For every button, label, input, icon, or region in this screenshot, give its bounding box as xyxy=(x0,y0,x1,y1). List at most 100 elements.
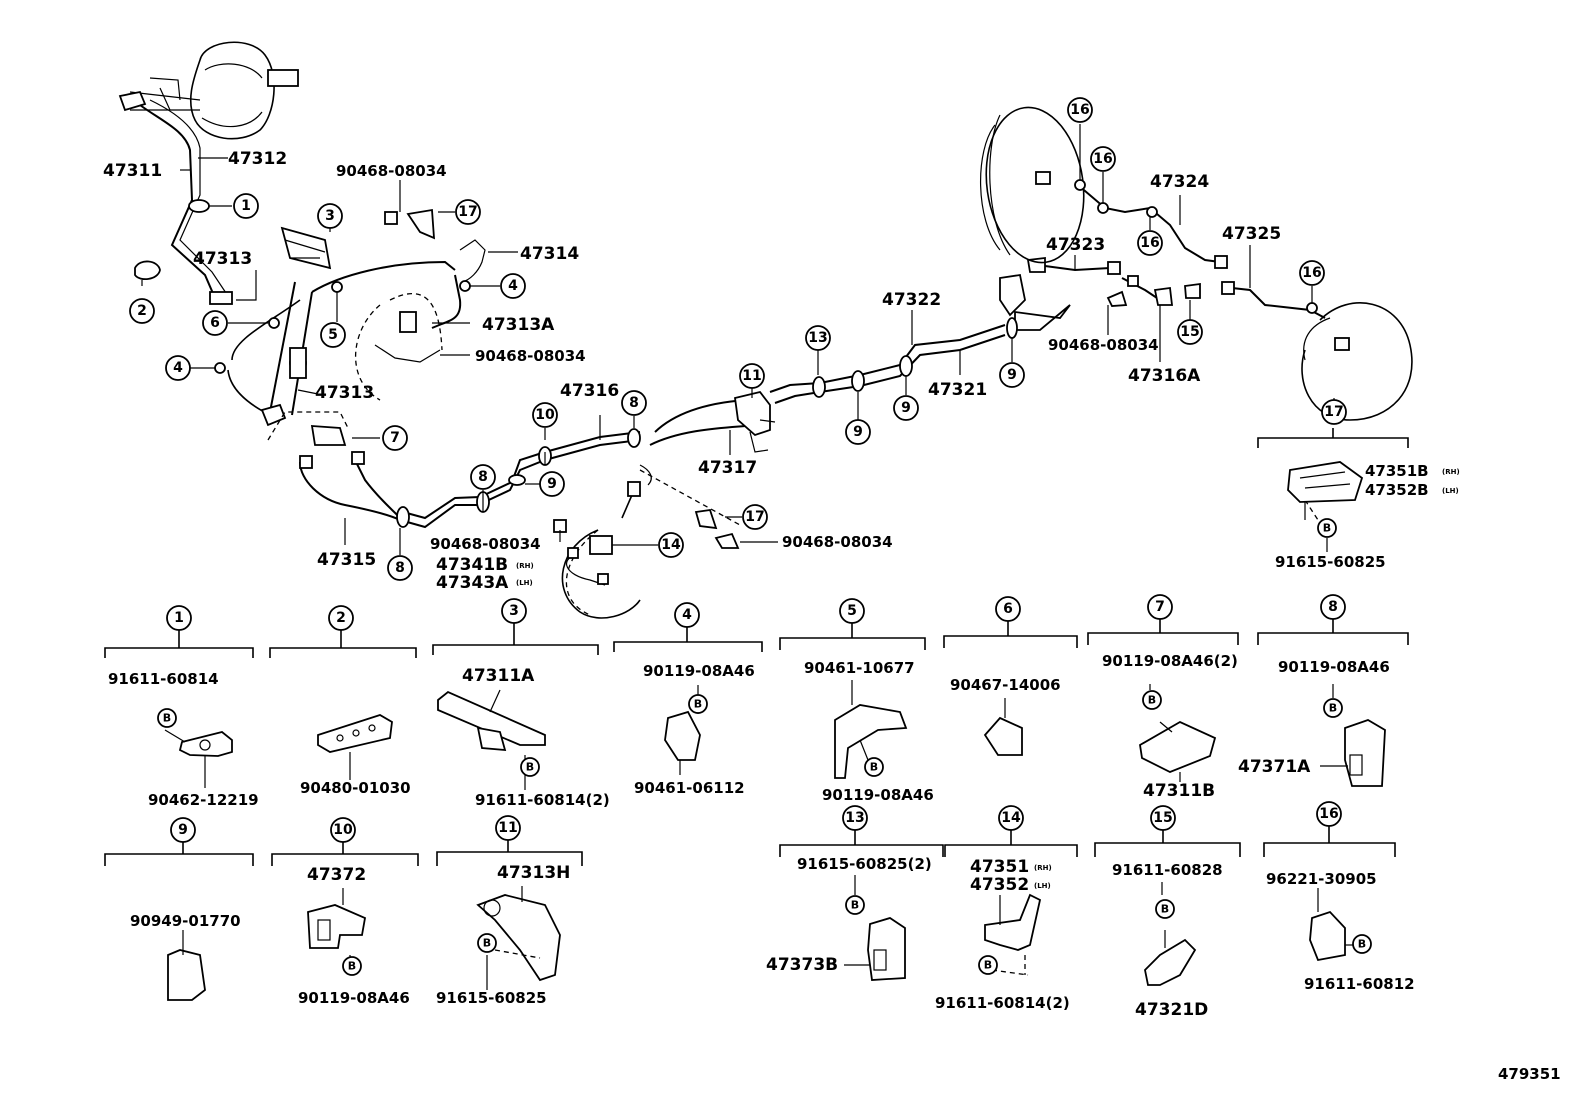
callout-8b: 8 xyxy=(470,464,496,490)
bolt-g13: B xyxy=(845,895,865,915)
label-47313-top: 47313 xyxy=(193,249,252,269)
callout-9b: 9 xyxy=(845,419,871,445)
callout-16a: 16 xyxy=(1067,97,1093,123)
svg-text:17: 17 xyxy=(1324,404,1343,420)
group-13-number: 13 xyxy=(842,805,868,831)
svg-text:90119-08A46: 90119-08A46 xyxy=(822,786,934,804)
svg-text:15: 15 xyxy=(1153,810,1172,826)
group-part-labels: 91611-60814 90462-12219 90480-01030 4731… xyxy=(108,652,1415,1020)
label-rh-2: (RH) xyxy=(1442,468,1460,476)
left-tube-cluster xyxy=(134,208,486,521)
label-90468-d: 90468-08034 xyxy=(782,533,893,551)
svg-text:6: 6 xyxy=(1003,601,1013,617)
callout-16b: 16 xyxy=(1090,146,1116,172)
svg-text:15: 15 xyxy=(1180,324,1199,340)
bolt-g16: B xyxy=(1352,934,1372,954)
label-90468-c: 90468-08034 xyxy=(430,535,541,553)
svg-text:B: B xyxy=(163,712,171,725)
group-part-drawings xyxy=(164,680,1386,1001)
callout-8c: 8 xyxy=(387,555,413,581)
group-5-number: 5 xyxy=(839,598,865,624)
svg-text:2: 2 xyxy=(137,303,147,319)
label-47317: 47317 xyxy=(698,458,757,478)
label-47313-mid: 47313 xyxy=(315,383,374,403)
part-47351B-icon xyxy=(1287,461,1364,503)
svg-text:B: B xyxy=(526,761,534,774)
svg-text:90949-01770: 90949-01770 xyxy=(130,912,241,930)
svg-text:13: 13 xyxy=(808,330,827,346)
group-4-number: 4 xyxy=(674,602,700,628)
label-47314: 47314 xyxy=(520,244,579,264)
label-47325: 47325 xyxy=(1222,224,1281,244)
bolt-g8: B xyxy=(1323,698,1343,718)
svg-text:90461-06112: 90461-06112 xyxy=(634,779,745,797)
svg-text:16: 16 xyxy=(1093,151,1112,167)
svg-text:14: 14 xyxy=(1001,810,1021,826)
group-14-number: 14 xyxy=(998,805,1024,831)
svg-text:90480-01030: 90480-01030 xyxy=(300,779,411,797)
svg-text:90119-08A46: 90119-08A46 xyxy=(298,989,410,1007)
callout-7: 7 xyxy=(382,425,408,451)
svg-text:4: 4 xyxy=(173,360,183,376)
group-2-number: 2 xyxy=(328,605,354,631)
svg-text:16: 16 xyxy=(1070,102,1089,118)
diagram-id: 479351 xyxy=(1498,1065,1561,1083)
svg-text:47313H: 47313H xyxy=(497,863,570,883)
svg-text:90467-14006: 90467-14006 xyxy=(950,676,1061,694)
bolt-g5: B xyxy=(864,757,884,777)
group-15-number: 15 xyxy=(1150,805,1176,831)
group-7-number: 7 xyxy=(1147,594,1173,620)
bolt-g4: B xyxy=(688,694,708,714)
svg-text:B: B xyxy=(1148,694,1156,707)
svg-text:9: 9 xyxy=(853,424,863,440)
callout-17c: 17 xyxy=(1321,399,1347,425)
svg-text:9: 9 xyxy=(1007,367,1017,383)
group-number-circles: 1 2 3 4 5 6 7 8 9 10 11 13 14 15 16 xyxy=(166,594,1346,843)
svg-text:9: 9 xyxy=(178,822,188,838)
group-16-number: 16 xyxy=(1316,801,1342,827)
svg-text:4: 4 xyxy=(682,607,692,623)
callout-13: 13 xyxy=(805,325,831,351)
svg-text:1: 1 xyxy=(241,198,251,214)
svg-text:91611-60814(2): 91611-60814(2) xyxy=(935,994,1070,1012)
group-1-number: 1 xyxy=(166,605,192,631)
label-lh-2: (LH) xyxy=(1442,487,1459,495)
bolt-g3: B xyxy=(520,757,540,777)
svg-text:(LH): (LH) xyxy=(1034,882,1051,890)
svg-text:90119-08A46(2): 90119-08A46(2) xyxy=(1102,652,1238,670)
group-8-number: 8 xyxy=(1320,594,1346,620)
svg-text:16: 16 xyxy=(1302,265,1321,281)
svg-text:96221-30905: 96221-30905 xyxy=(1266,870,1377,888)
callout-2: 2 xyxy=(129,298,155,324)
svg-text:17: 17 xyxy=(458,204,477,220)
callout-16c: 16 xyxy=(1137,230,1163,256)
label-47313A: 47313A xyxy=(482,315,555,335)
right-drum-lower xyxy=(1221,281,1413,421)
label-47351B: 47351B xyxy=(1365,462,1429,480)
label-47324: 47324 xyxy=(1150,172,1209,192)
label-90468-b: 90468-08034 xyxy=(475,347,586,365)
group-9-number: 9 xyxy=(170,817,196,843)
svg-text:47352: 47352 xyxy=(970,875,1029,895)
callout-8a: 8 xyxy=(621,390,647,416)
svg-text:14: 14 xyxy=(661,537,681,553)
mid-right-tubes xyxy=(733,256,1201,453)
callout-9a: 9 xyxy=(539,471,565,497)
svg-text:(RH): (RH) xyxy=(1034,864,1052,872)
svg-text:91615-60825: 91615-60825 xyxy=(436,989,547,1007)
svg-text:B: B xyxy=(348,960,356,973)
svg-text:4: 4 xyxy=(508,278,518,294)
svg-text:B: B xyxy=(984,959,992,972)
callout-4b: 4 xyxy=(165,355,191,381)
svg-text:47373B: 47373B xyxy=(766,955,838,975)
bolt-mark-top: B xyxy=(1317,518,1337,538)
callout-1: 1 xyxy=(233,193,259,219)
svg-text:1: 1 xyxy=(174,610,184,626)
svg-text:B: B xyxy=(851,899,859,912)
svg-text:91611-60812: 91611-60812 xyxy=(1304,975,1415,993)
svg-text:B: B xyxy=(694,698,702,711)
callout-circles: 1 2 3 4 4 5 6 7 8 8 8 9 9 9 9 10 11 13 1… xyxy=(129,97,1347,581)
label-47321: 47321 xyxy=(928,380,987,400)
label-90468-e: 90468-08034 xyxy=(1048,336,1159,354)
